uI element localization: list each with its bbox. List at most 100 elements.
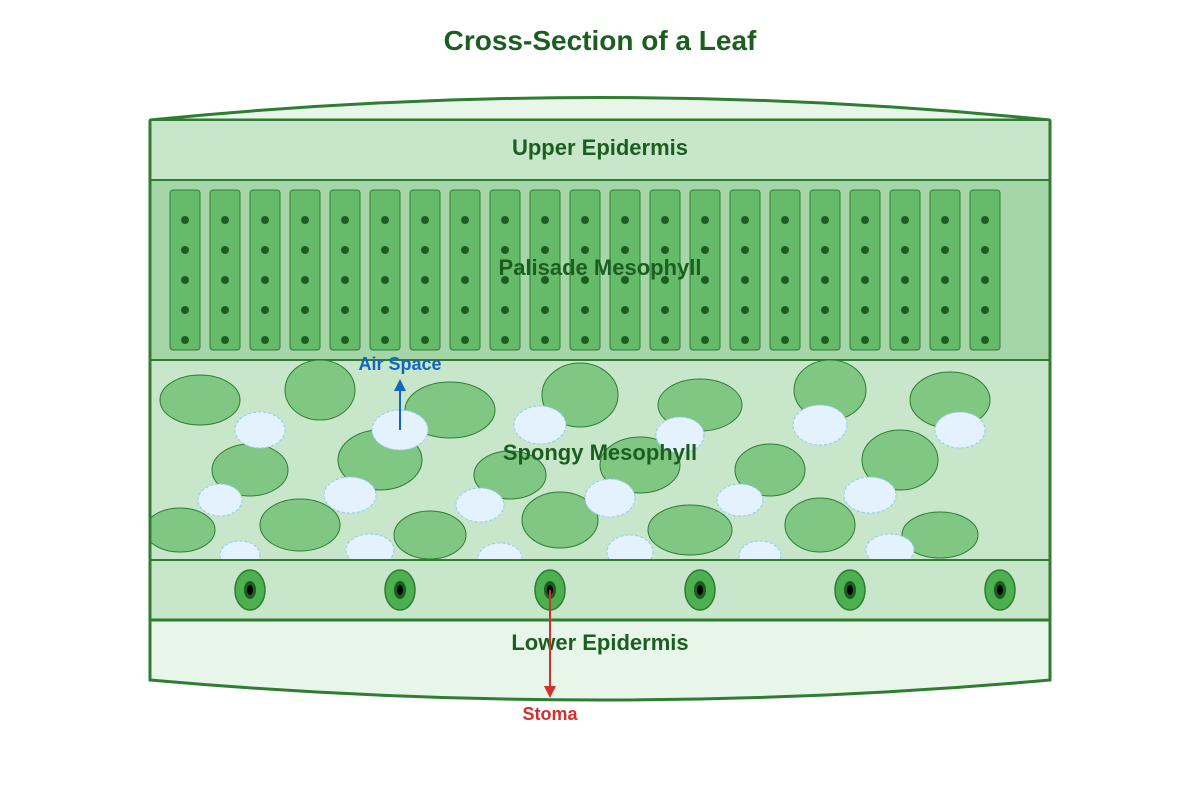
palisade-cell bbox=[369, 189, 401, 351]
chloroplast bbox=[901, 336, 909, 344]
stoma-pore bbox=[247, 585, 253, 595]
chloroplast bbox=[501, 216, 509, 224]
chloroplast bbox=[821, 306, 829, 314]
chloroplast bbox=[981, 276, 989, 284]
chloroplast bbox=[621, 306, 629, 314]
chloroplast bbox=[901, 246, 909, 254]
chloroplast bbox=[741, 246, 749, 254]
chloroplast bbox=[941, 306, 949, 314]
chloroplast bbox=[301, 306, 309, 314]
chloroplast bbox=[221, 246, 229, 254]
chloroplast bbox=[221, 276, 229, 284]
palisade-cell bbox=[529, 189, 561, 351]
chloroplast bbox=[461, 216, 469, 224]
air-spaces-group bbox=[197, 404, 986, 560]
air-space bbox=[323, 476, 377, 514]
lower-epidermis-layer bbox=[148, 618, 1052, 702]
air-space bbox=[477, 542, 523, 560]
chloroplast bbox=[661, 306, 669, 314]
chloroplast bbox=[181, 216, 189, 224]
chloroplast bbox=[741, 216, 749, 224]
chloroplast bbox=[261, 306, 269, 314]
stomata-band bbox=[149, 559, 1051, 621]
chloroplast bbox=[421, 306, 429, 314]
palisade-cell bbox=[929, 189, 961, 351]
label-palisade-mesophyll: Palisade Mesophyll bbox=[499, 255, 702, 280]
chloroplast bbox=[981, 306, 989, 314]
chloroplast bbox=[661, 216, 669, 224]
chloroplast bbox=[381, 246, 389, 254]
chloroplast bbox=[981, 246, 989, 254]
air-space bbox=[655, 416, 705, 454]
chloroplast bbox=[581, 216, 589, 224]
chloroplast bbox=[501, 276, 509, 284]
chloroplast bbox=[821, 276, 829, 284]
chloroplast bbox=[381, 276, 389, 284]
spongy-cell bbox=[647, 504, 733, 556]
palisade-cell bbox=[809, 189, 841, 351]
chloroplast bbox=[181, 306, 189, 314]
air-space bbox=[513, 405, 567, 445]
air-space bbox=[584, 478, 636, 518]
label-air-space: Air Space bbox=[358, 354, 441, 374]
chloroplast bbox=[941, 336, 949, 344]
spongy-cell bbox=[784, 497, 856, 553]
palisade-cell bbox=[569, 189, 601, 351]
chloroplast bbox=[621, 246, 629, 254]
chloroplast bbox=[781, 306, 789, 314]
chloroplast bbox=[741, 276, 749, 284]
palisade-cell bbox=[329, 189, 361, 351]
spongy-cell bbox=[259, 498, 341, 552]
chloroplast bbox=[301, 336, 309, 344]
chloroplast bbox=[501, 246, 509, 254]
palisade-cell bbox=[289, 189, 321, 351]
chloroplast bbox=[701, 246, 709, 254]
chloroplast bbox=[541, 306, 549, 314]
palisade-cell bbox=[689, 189, 721, 351]
spongy-cell bbox=[404, 381, 496, 439]
chloroplast bbox=[341, 336, 349, 344]
chloroplast bbox=[981, 336, 989, 344]
spongy-cells-group bbox=[150, 360, 991, 560]
palisade-cell bbox=[849, 189, 881, 351]
label-upper-epidermis: Upper Epidermis bbox=[512, 135, 688, 160]
spongy-cell bbox=[159, 374, 241, 426]
chloroplast bbox=[861, 306, 869, 314]
spongy-cell bbox=[473, 450, 547, 500]
chloroplast bbox=[341, 276, 349, 284]
chloroplast bbox=[661, 246, 669, 254]
air-space bbox=[865, 533, 915, 560]
label-stoma: Stoma bbox=[522, 704, 578, 724]
air-space bbox=[234, 411, 286, 449]
chloroplast bbox=[861, 246, 869, 254]
chloroplast bbox=[581, 246, 589, 254]
spongy-cell bbox=[150, 507, 216, 553]
label-lower-epidermis: Lower Epidermis bbox=[511, 630, 688, 655]
chloroplast bbox=[581, 336, 589, 344]
stoma-pore bbox=[397, 585, 403, 595]
chloroplast bbox=[741, 336, 749, 344]
air-space bbox=[843, 476, 897, 514]
chloroplast bbox=[621, 276, 629, 284]
chloroplast bbox=[301, 246, 309, 254]
upper-epidermis-layer bbox=[149, 119, 1051, 181]
chloroplast bbox=[421, 216, 429, 224]
chloroplast bbox=[301, 216, 309, 224]
chloroplast bbox=[301, 276, 309, 284]
chloroplast bbox=[421, 336, 429, 344]
chloroplast bbox=[861, 276, 869, 284]
chloroplast bbox=[421, 276, 429, 284]
spongy-cell bbox=[861, 429, 939, 491]
chloroplast bbox=[861, 336, 869, 344]
palisade-cell bbox=[889, 189, 921, 351]
spongy-cell bbox=[541, 362, 619, 428]
chloroplast bbox=[261, 246, 269, 254]
chloroplast bbox=[821, 336, 829, 344]
chloroplast bbox=[581, 276, 589, 284]
palisade-cell bbox=[449, 189, 481, 351]
chloroplast bbox=[181, 336, 189, 344]
chloroplast bbox=[941, 276, 949, 284]
spongy-cell bbox=[521, 491, 599, 549]
palisade-cell bbox=[169, 189, 201, 351]
